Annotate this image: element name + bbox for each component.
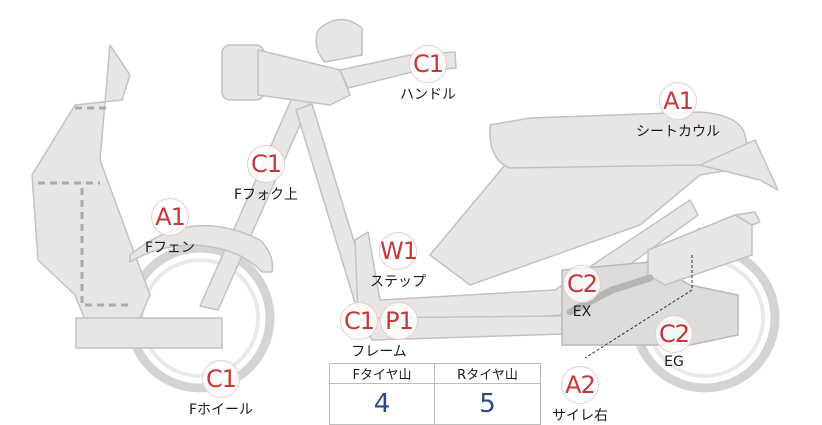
part-label: EX: [572, 304, 592, 320]
damage-badge: A2: [561, 366, 599, 404]
part-label: ハンドル: [400, 87, 456, 103]
callout-seat-cowl: A1 シートカウル: [636, 82, 720, 141]
mirror: [315, 18, 363, 63]
front-fender: [129, 224, 274, 273]
part-label: Fフォク上: [234, 187, 299, 203]
part-label: フレーム: [351, 344, 407, 360]
callout-step: W1 ステップ: [370, 232, 426, 291]
callout-side-right: A2 サイレ右: [552, 366, 608, 425]
damage-badge: C1: [409, 45, 447, 83]
callout-f-fork: C1 Fフォク上: [234, 145, 298, 204]
tire-tread-table: Fタイヤ山 Rタイヤ山 4 5: [329, 363, 541, 425]
damage-badge: A1: [151, 198, 190, 236]
damage-badge: P1: [380, 302, 418, 340]
part-label: Fホイール: [189, 402, 254, 418]
part-label: シートカウル: [636, 124, 720, 140]
damage-badge: C1: [202, 360, 241, 398]
part-label: ステップ: [370, 274, 426, 290]
exhaust-pipe: [566, 274, 654, 316]
damage-badge: A1: [659, 82, 697, 120]
callout-ex: C2 EX: [563, 265, 601, 320]
front-tread-header: Fタイヤ山: [330, 364, 435, 384]
damage-badge: C2: [563, 265, 601, 303]
damage-badge: C1: [247, 145, 286, 183]
damage-badge: C2: [655, 315, 693, 353]
callout-f-fender: A1 Fフェン: [145, 198, 195, 257]
lower-frame: [75, 317, 223, 349]
callout-frame: C1 P1 フレーム: [340, 302, 418, 361]
part-label: Fフェン: [145, 240, 196, 256]
badge-group: C1 P1: [340, 302, 418, 340]
callout-eg: C2 EG: [655, 315, 693, 370]
rear-tread-header: Rタイヤ山: [435, 364, 540, 384]
part-label: サイレ右: [552, 408, 608, 424]
callout-handle: C1 ハンドル: [400, 45, 456, 104]
part-label: EG: [664, 354, 684, 370]
damage-badge: C1: [340, 302, 378, 340]
seat: [489, 111, 749, 169]
damage-badge: W1: [379, 232, 418, 270]
callout-f-wheel: C1 Fホイール: [189, 360, 253, 419]
rear-tread-value: 5: [479, 389, 496, 419]
front-tread-value: 4: [330, 384, 435, 424]
